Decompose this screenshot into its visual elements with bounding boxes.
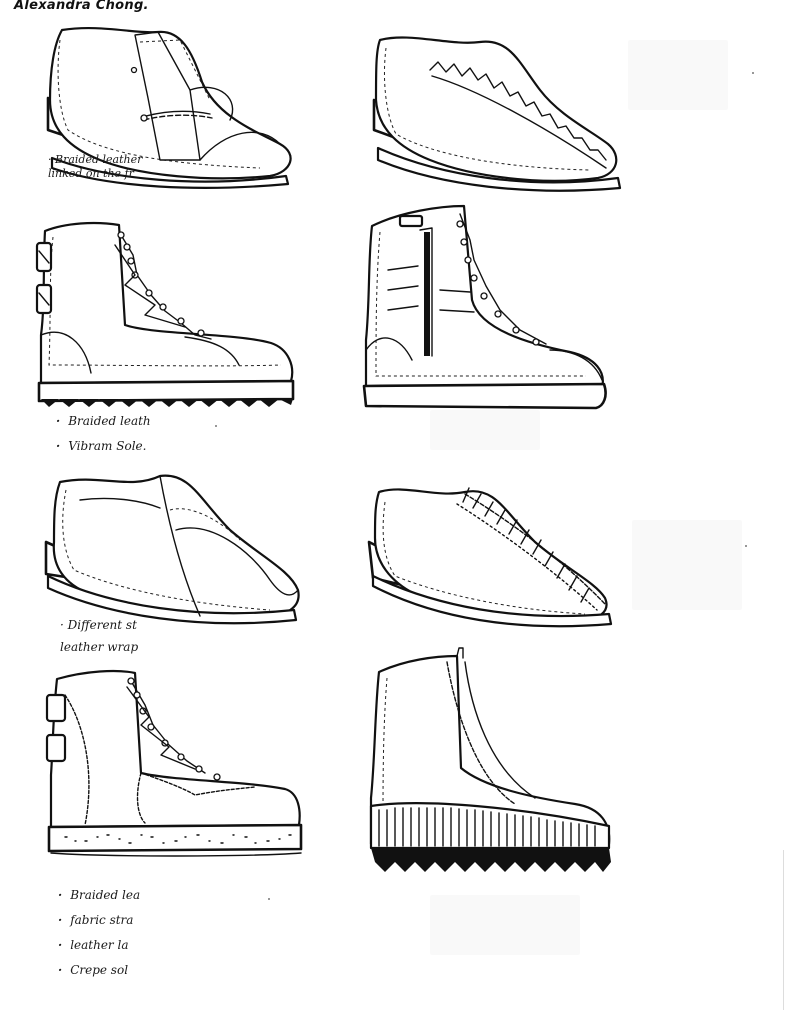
sketch-braided-wedge — [365, 482, 615, 628]
note-item: Vibram Sole. — [56, 434, 206, 459]
scan-speck — [752, 72, 754, 74]
scan-ghost — [430, 410, 540, 450]
sketch-zip-boot — [360, 200, 610, 415]
sketch-crepe-boot — [45, 665, 305, 860]
note-leather-wrap-text: Different st leather wrap — [60, 618, 139, 654]
note-crepe-boot: Braided lea fabric stra leather la Crepe… — [58, 883, 208, 983]
author-signature: Alexandra Chong. — [14, 0, 149, 13]
note-oxford-text: Braided leather linked on the fr — [48, 153, 143, 181]
note-item: fabric stra — [58, 908, 208, 933]
note-item: leather la — [58, 933, 208, 958]
scan-speck — [268, 898, 270, 900]
scan-speck — [745, 545, 747, 547]
scan-ghost — [632, 520, 742, 610]
note-item: Braided lea — [58, 883, 208, 908]
note-oxford: · Braided leather linked on the fr — [48, 153, 143, 181]
sketch-braided-oxford — [40, 20, 300, 190]
scan-ghost — [628, 40, 728, 110]
sketch-lug-boot — [365, 647, 615, 878]
scan-speck — [215, 425, 217, 427]
sketch-vibram-boot — [35, 215, 300, 410]
note-item: Braided leath — [56, 409, 206, 434]
note-vibram-boot: Braided leath Vibram Sole. — [56, 409, 206, 459]
scan-edge — [783, 850, 784, 1010]
note-item: Crepe sol — [58, 958, 208, 983]
sketch-braided-slipon — [370, 30, 625, 192]
sketch-leather-wrap-shoe — [40, 470, 305, 628]
scan-ghost — [430, 895, 580, 955]
note-leather-wrap: · Different st leather wrap — [60, 618, 139, 654]
